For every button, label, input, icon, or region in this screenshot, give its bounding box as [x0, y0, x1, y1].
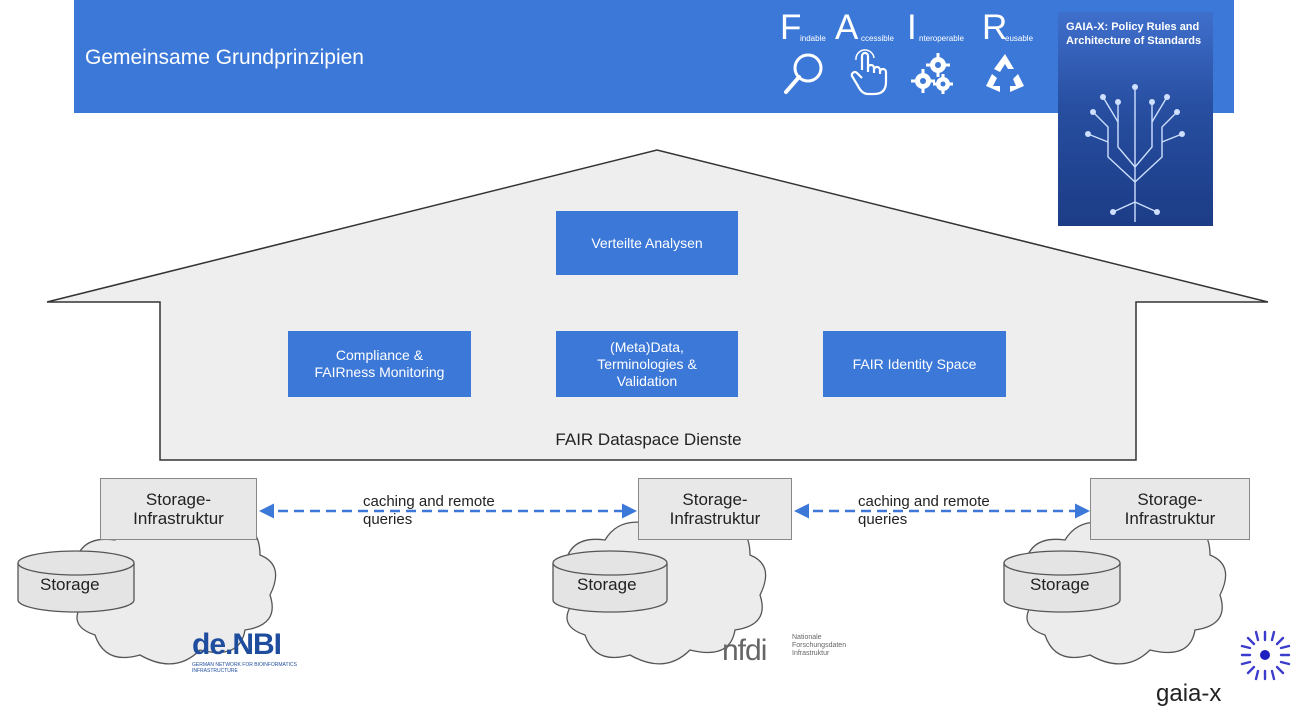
storage-label-left: Storage [40, 575, 100, 594]
fair-letter-i: I [907, 8, 917, 47]
header-title: Gemeinsame Grundprinzipien [85, 46, 364, 69]
storage-infra-middle: Storage- Infrastruktur [638, 478, 792, 540]
gears-icon [911, 53, 953, 94]
fair-letter-r: R [982, 8, 1008, 47]
compliance-monitoring-box: Compliance & FAIRness Monitoring [288, 331, 471, 397]
fair-letter-a: A [835, 8, 859, 47]
denbi-logo-subtitle: GERMAN NETWORK FOR BIOINFORMATICS INFRAS… [192, 662, 297, 674]
nfdi-logo: nfdi Nationale Forschungsdaten Infrastru… [722, 634, 872, 670]
circuit-tree-icon [1085, 84, 1185, 222]
header-banner [74, 0, 1234, 113]
denbi-logo-text: de.NBI [192, 628, 282, 661]
storage-cylinder-right [1003, 550, 1121, 613]
storage-infra-left: Storage- Infrastruktur [100, 478, 257, 540]
metadata-terminologies-box: (Meta)Data, Terminologies & Validation [556, 331, 738, 397]
fair-principles: F indable A ccessible I nteroperable R e… [780, 0, 1060, 113]
house-label: FAIR Dataspace Dienste [555, 430, 742, 449]
gaia-book-title: GAIA-X: Policy Rules and Architecture of… [1066, 21, 1202, 47]
fair-identity-space-box: FAIR Identity Space [823, 331, 1006, 397]
gaia-x-logo-text: gaia-x [1156, 680, 1222, 707]
denbi-logo: de.NBI GERMAN NETWORK FOR BIOINFORMATICS… [192, 628, 337, 674]
magnifier-icon [784, 53, 823, 94]
fair-word-accessible: ccessible [861, 34, 894, 43]
storage-cylinder-left [17, 550, 135, 613]
storage-infra-right: Storage- Infrastruktur [1090, 478, 1250, 540]
nfdi-logo-subtitle: Nationale Forschungsdaten Infrastruktur [792, 634, 847, 657]
fair-word-reusable: eusable [1005, 34, 1034, 43]
verteilte-analysen-box: Verteilte Analysen [556, 211, 738, 275]
fair-word-interoperable: nteroperable [919, 34, 964, 43]
gaia-x-book-cover: GAIA-X: Policy Rules and Architecture of… [1058, 12, 1213, 226]
arrow-label-right: caching and remote queries [858, 493, 990, 528]
fair-letter-f: F [780, 8, 802, 47]
storage-label-right: Storage [1030, 575, 1090, 594]
storage-label-middle: Storage [577, 575, 637, 594]
arrow-label-left: caching and remote queries [363, 493, 495, 528]
recycle-icon [986, 54, 1024, 92]
nfdi-logo-text: nfdi [722, 634, 767, 667]
gaia-x-logo: gaia-x [1150, 628, 1295, 707]
fair-word-findable: indable [800, 34, 826, 43]
pointer-hand-icon [850, 49, 888, 96]
gaia-x-star-icon [1240, 630, 1291, 681]
storage-cylinder-middle [552, 550, 668, 613]
